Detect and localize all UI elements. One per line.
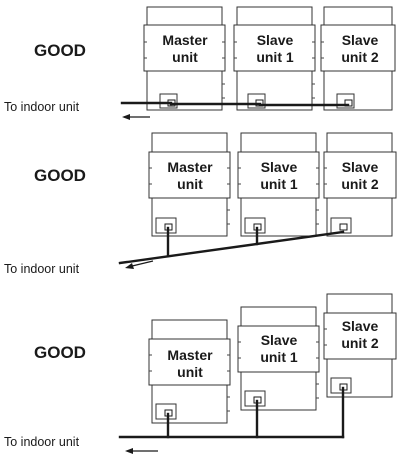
unit-label-line1: Slave <box>342 318 379 334</box>
slave-unit-1: Slave unit 1 <box>233 6 316 111</box>
unit-label-line2: unit 2 <box>341 335 379 351</box>
unit-label-line2: unit <box>172 49 198 65</box>
flow-arrow <box>122 114 150 120</box>
unit-label-line1: Master <box>162 32 208 48</box>
unit-label-line1: Master <box>167 347 213 363</box>
slave-unit-2: Slave unit 2 <box>323 132 397 237</box>
section-1: GOOD Master unit Slave unit 1 <box>4 6 396 120</box>
unit-label-line2: unit <box>177 176 203 192</box>
unit-label-line1: Master <box>167 159 213 175</box>
master-unit: Master unit <box>143 6 226 111</box>
unit-label-line1: Slave <box>261 332 298 348</box>
unit-label-line1: Slave <box>257 32 294 48</box>
slave-unit-1: Slave unit 1 <box>237 306 320 411</box>
good-label: GOOD <box>34 41 86 60</box>
slave-unit-2: Slave unit 2 <box>320 6 396 111</box>
unit-label-line1: Slave <box>342 159 379 175</box>
flow-arrow <box>125 448 158 454</box>
unit-label-line2: unit <box>177 364 203 380</box>
slave-unit-2: Slave unit 2 <box>323 293 397 398</box>
unit-label-line2: unit 2 <box>341 49 379 65</box>
flow-arrow <box>125 260 154 269</box>
slave-unit-1: Slave unit 1 <box>237 132 320 237</box>
refrigerant-pipe <box>118 226 345 265</box>
good-label: GOOD <box>34 166 86 185</box>
to-indoor-unit-label: To indoor unit <box>4 435 80 449</box>
unit-label-line1: Slave <box>342 32 379 48</box>
unit-label-line2: unit 1 <box>256 49 294 65</box>
to-indoor-unit-label: To indoor unit <box>4 100 80 114</box>
unit-label-line2: unit 1 <box>260 176 298 192</box>
to-indoor-unit-label: To indoor unit <box>4 262 80 276</box>
unit-label-line1: Slave <box>261 159 298 175</box>
refrigerant-pipe <box>120 101 350 107</box>
unit-label-line2: unit 2 <box>341 176 379 192</box>
master-unit: Master unit <box>148 132 231 237</box>
section-3: GOOD Master unit Slave unit 1 <box>4 293 397 454</box>
good-label: GOOD <box>34 343 86 362</box>
unit-label-line2: unit 1 <box>260 349 298 365</box>
master-unit: Master unit <box>148 319 231 424</box>
section-2: GOOD Master unit Slave unit 1 <box>4 132 397 276</box>
refrigerant-pipe <box>118 386 345 439</box>
